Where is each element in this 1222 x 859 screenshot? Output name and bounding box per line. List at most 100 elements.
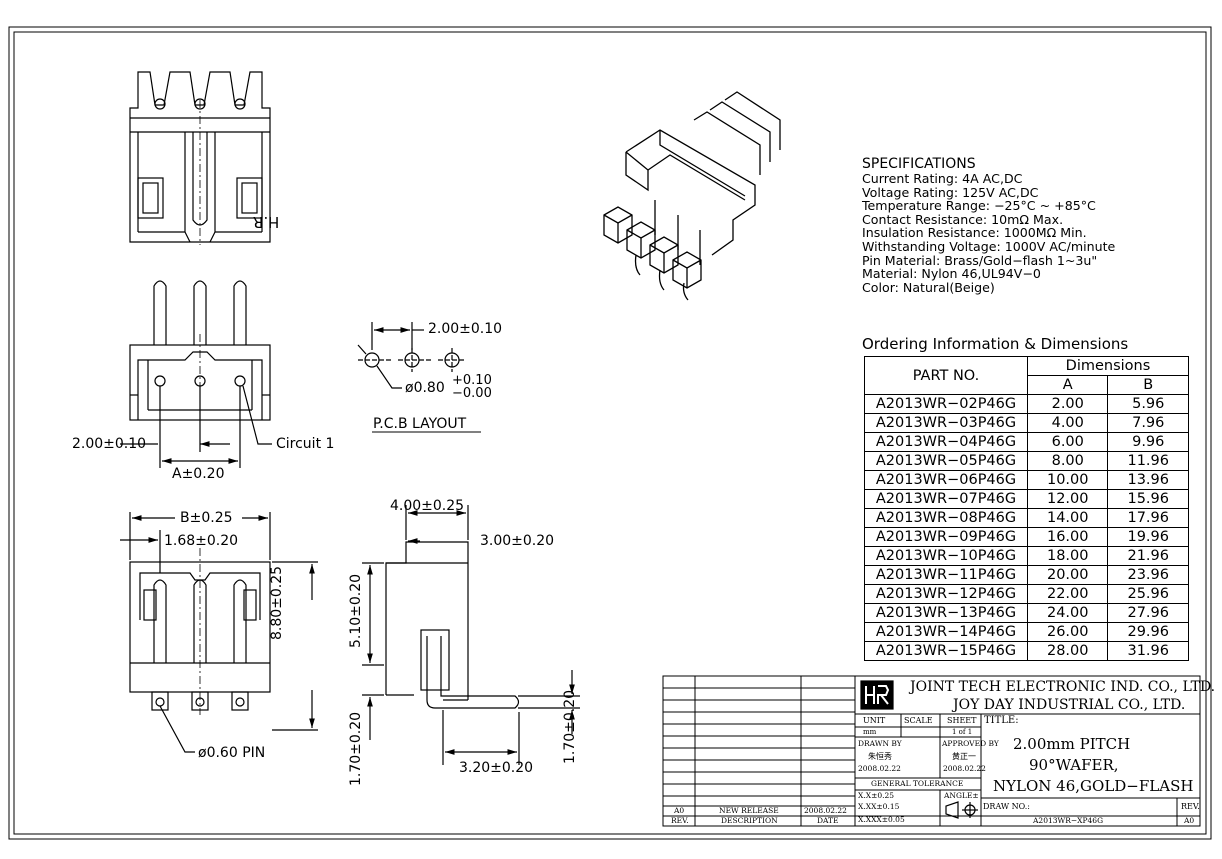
ordering-cell-part: A2013WR−05P46G [864,451,1028,471]
a-dimension: A±0.20 [172,466,225,482]
drawn-date: 2008.02.22 [858,764,901,773]
ordering-cell-part: A2013WR−09P46G [864,527,1028,547]
title-line-1: 2.00mm PITCH [1013,735,1131,753]
unit-label: UNIT [863,716,886,725]
title-block: JOINT TECH ELECTRONIC IND. CO., LTD. JOY… [663,676,1215,826]
pcb-hole-tol-minus: −0.00 [452,386,492,401]
specifications-block: SPECIFICATIONS Current Rating: 4A AC,DC … [862,157,1115,294]
spec-line: Material: Nylon 46,UL94V−0 [862,266,1041,282]
pcb-layout-caption: P.C.B LAYOUT [373,416,467,432]
dim-1-70-left: 1.70±0.20 [348,711,364,786]
title-block-grid [662,675,1201,827]
drawing-no-label: DRAW NO.: [983,802,1030,811]
ordering-cell-b: 25.96 [1107,584,1189,604]
ordering-cell-b: 13.96 [1107,470,1189,490]
ordering-cell-a: 16.00 [1026,527,1109,547]
footer-rev: REV. [671,816,689,825]
title-label: TITLE: [984,715,1019,726]
ordering-cell-b: 11.96 [1107,451,1189,471]
scale-label: SCALE [904,716,933,725]
ordering-cell-part: A2013WR−10P46G [864,546,1028,566]
ordering-cell-b: 5.96 [1107,394,1189,414]
ordering-cell-a: 8.00 [1026,451,1109,471]
spec-line: Voltage Rating: 125V AC,DC [862,184,1039,200]
isometric-view [603,91,781,301]
tolerance-1: X.X±0.25 [858,791,895,800]
side-view [362,505,580,765]
dim-5-10: 5.10±0.20 [348,573,364,648]
ordering-heading: Ordering Information & Dimensions [862,335,1129,353]
pin-diameter-label: ø0.60 PIN [198,745,266,761]
pitch-dimension: 2.00±0.10 [72,436,147,452]
spec-line: Contact Resistance: 10mΩ Max. [862,211,1064,227]
drawn-by-name: 朱恒秀 [868,752,892,761]
rev-row-date: 2008.02.22 [804,806,847,815]
tolerance-2: X.XX±0.15 [858,802,900,811]
footer-description: DESCRIPTION [721,816,778,825]
spec-line: Temperature Range: −25°C ~ +85°C [862,198,1096,214]
ordering-cell-part: A2013WR−15P46G [864,641,1028,661]
ordering-cell-a: 28.00 [1026,641,1109,661]
pcb-hole-diameter: ø0.80 [405,380,445,396]
spec-line: Insulation Resistance: 1000MΩ Min. [862,225,1087,241]
ordering-cell-a: 24.00 [1026,603,1109,623]
company-name-1: JOINT TECH ELECTRONIC IND. CO., LTD. [910,679,1216,695]
ordering-cell-b: 21.96 [1107,546,1189,566]
specifications-heading: SPECIFICATIONS [862,156,976,172]
drawn-by-label: DRAWN BY [858,739,902,748]
ordering-cell-part: A2013WR−03P46G [864,413,1028,433]
unit-value: mm [863,728,877,736]
title-line-3: NYLON 46,GOLD−FLASH [993,777,1194,795]
ordering-cell-a: 4.00 [1026,413,1109,433]
ordering-cell-a: 20.00 [1026,565,1109,585]
spec-line: Current Rating: 4A AC,DC [862,171,1023,186]
approved-by-label: APPROVED BY [942,739,999,748]
ordering-cell-b: 17.96 [1107,508,1189,528]
approved-date: 2008.02.22 [943,764,986,773]
b-dimension: B±0.25 [180,510,233,526]
ordering-cell-part: A2013WR−07P46G [864,489,1028,509]
dim-1-70-right: 1.70±0.20 [562,689,578,764]
ordering-cell-b: 29.96 [1107,622,1189,642]
ordering-cell-b: 27.96 [1107,603,1189,623]
ordering-cell-part: A2013WR−11P46G [864,565,1028,585]
ordering-cell-a: 26.00 [1026,622,1109,642]
ordering-cell-a: 10.00 [1026,470,1109,490]
ordering-cell-a: 6.00 [1026,432,1109,452]
drawing-no: A2013WR−XP46G [1033,816,1104,825]
sheet-label: SHEET [947,716,977,725]
front-view [120,280,272,468]
ordering-cell-a: 22.00 [1026,584,1109,604]
tolerance-3: X.XXX±0.05 [858,815,905,824]
ordering-cell-part: A2013WR−14P46G [864,622,1028,642]
rev-value: A0 [1184,816,1195,825]
spec-line: Color: Natural(Beige) [862,279,995,295]
ordering-cell-b: 7.96 [1107,413,1189,433]
ordering-cell-b: 9.96 [1107,432,1189,452]
col-a-header: A [1026,375,1109,395]
circuit-1-label: Circuit 1 [276,436,335,452]
ordering-cell-part: A2013WR−02P46G [864,394,1028,414]
ordering-cell-a: 14.00 [1026,508,1109,528]
ordering-cell-a: 18.00 [1026,546,1109,566]
sheet-border-outer [8,26,1212,840]
ordering-cell-a: 12.00 [1026,489,1109,509]
dim-3-00: 3.00±0.20 [480,533,555,549]
footer-date: DATE [817,816,839,825]
ordering-cell-b: 23.96 [1107,565,1189,585]
col-dims-header: Dimensions [1027,356,1189,376]
approved-by-name: 黄正一 [952,752,976,761]
bottom-view [120,512,318,753]
